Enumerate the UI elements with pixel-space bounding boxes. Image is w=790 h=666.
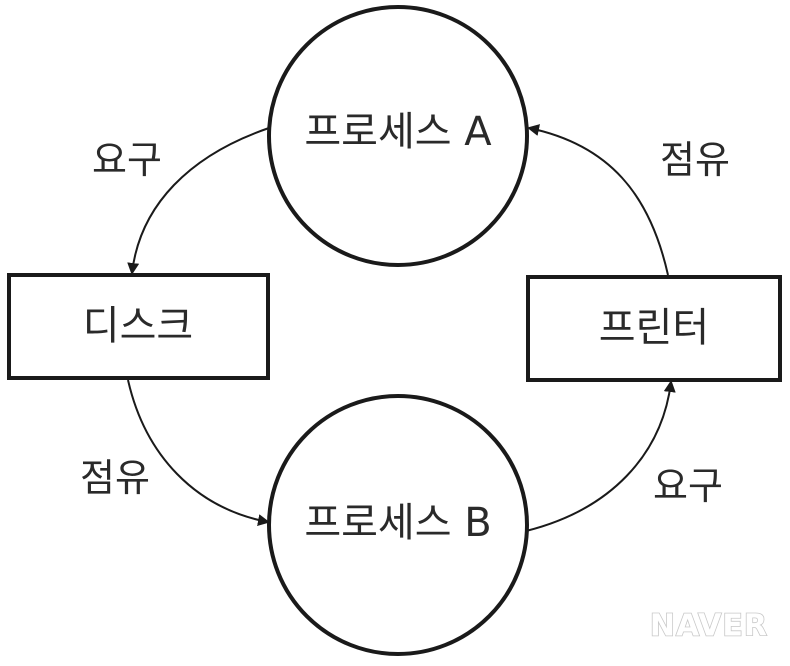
edge-label-process-a-to-disk: 요구	[92, 138, 162, 182]
process-a-label: 프로세스 A	[304, 109, 492, 155]
naver-watermark: NAVER	[650, 609, 768, 644]
edge-label-disk-to-process-b: 점유	[80, 456, 150, 500]
process-a-circle	[267, 5, 529, 267]
printer-box	[526, 275, 782, 382]
process-a-node: 프로세스 A	[267, 5, 529, 267]
process-b-node: 프로세스 B	[267, 394, 529, 656]
edge-label-process-b-to-printer: 요구	[653, 464, 723, 508]
edge-printer-to-process-a	[527, 124, 669, 276]
edge-process-b-to-printer	[525, 380, 676, 532]
edge-label-printer-to-process-a: 점유	[660, 138, 730, 182]
disk-node: 디스크	[7, 273, 270, 380]
printer-label: 프린터	[599, 305, 709, 351]
disk-label: 디스크	[83, 303, 193, 349]
edge-disk-to-process-b	[127, 379, 270, 527]
printer-node: 프린터	[526, 275, 782, 382]
process-b-label: 프로세스 B	[304, 500, 491, 546]
edge-process-a-to-disk	[127, 127, 270, 275]
disk-box	[7, 273, 270, 380]
